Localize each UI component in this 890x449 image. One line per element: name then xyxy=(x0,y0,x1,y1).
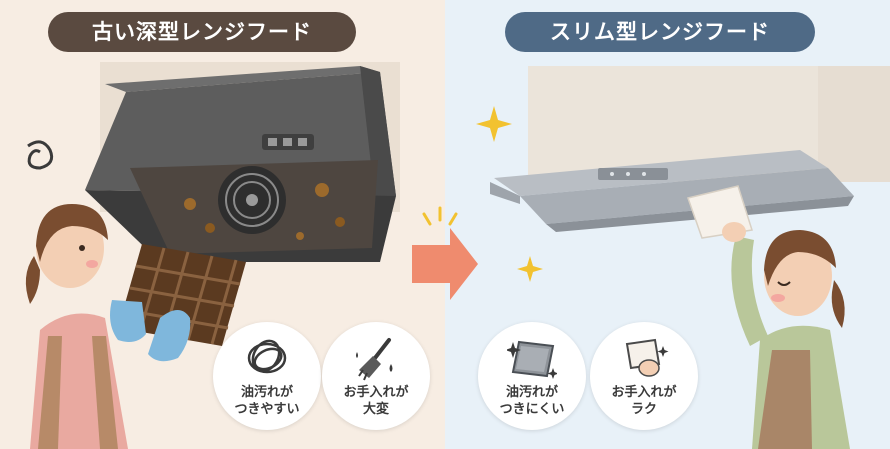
badge-hard-to-clean: お手入れが 大変 xyxy=(322,322,430,430)
badge-line: 油汚れが xyxy=(505,385,558,400)
woman-holding-filter xyxy=(25,140,246,449)
fan-icon xyxy=(218,166,286,234)
badge-line: お手入れが xyxy=(611,385,677,400)
transition-arrow-icon xyxy=(412,206,478,300)
slim-hood-title: スリム型レンジフード xyxy=(505,12,815,52)
woman-wiping-hood xyxy=(687,185,850,449)
badge-easy-to-clean: お手入れが ラク xyxy=(590,322,698,430)
badge-line: つきやすい xyxy=(234,402,300,417)
badge-line: 大変 xyxy=(362,402,389,417)
oil-scribble-icon xyxy=(247,339,287,374)
badge-line: ラク xyxy=(630,402,657,417)
dizzy-spiral-icon xyxy=(27,140,54,170)
sparkle-icon xyxy=(476,106,543,282)
badge-oil-sticks-easily: 油汚れが つきやすい xyxy=(213,322,321,430)
badge-line: つきにくい xyxy=(499,402,565,417)
badge-line: お手入れが xyxy=(343,385,409,400)
old-hood-title: 古い深型レンジフード xyxy=(48,12,356,52)
flat-panel-icon xyxy=(507,340,557,379)
wiping-cloth-icon xyxy=(625,338,669,377)
brush-icon xyxy=(356,338,393,381)
slim-range-hood xyxy=(476,66,890,282)
old-range-hood xyxy=(85,62,400,262)
badge-oil-hard-to-stick: 油汚れが つきにくい xyxy=(478,322,586,430)
badge-line: 油汚れが xyxy=(240,385,293,400)
